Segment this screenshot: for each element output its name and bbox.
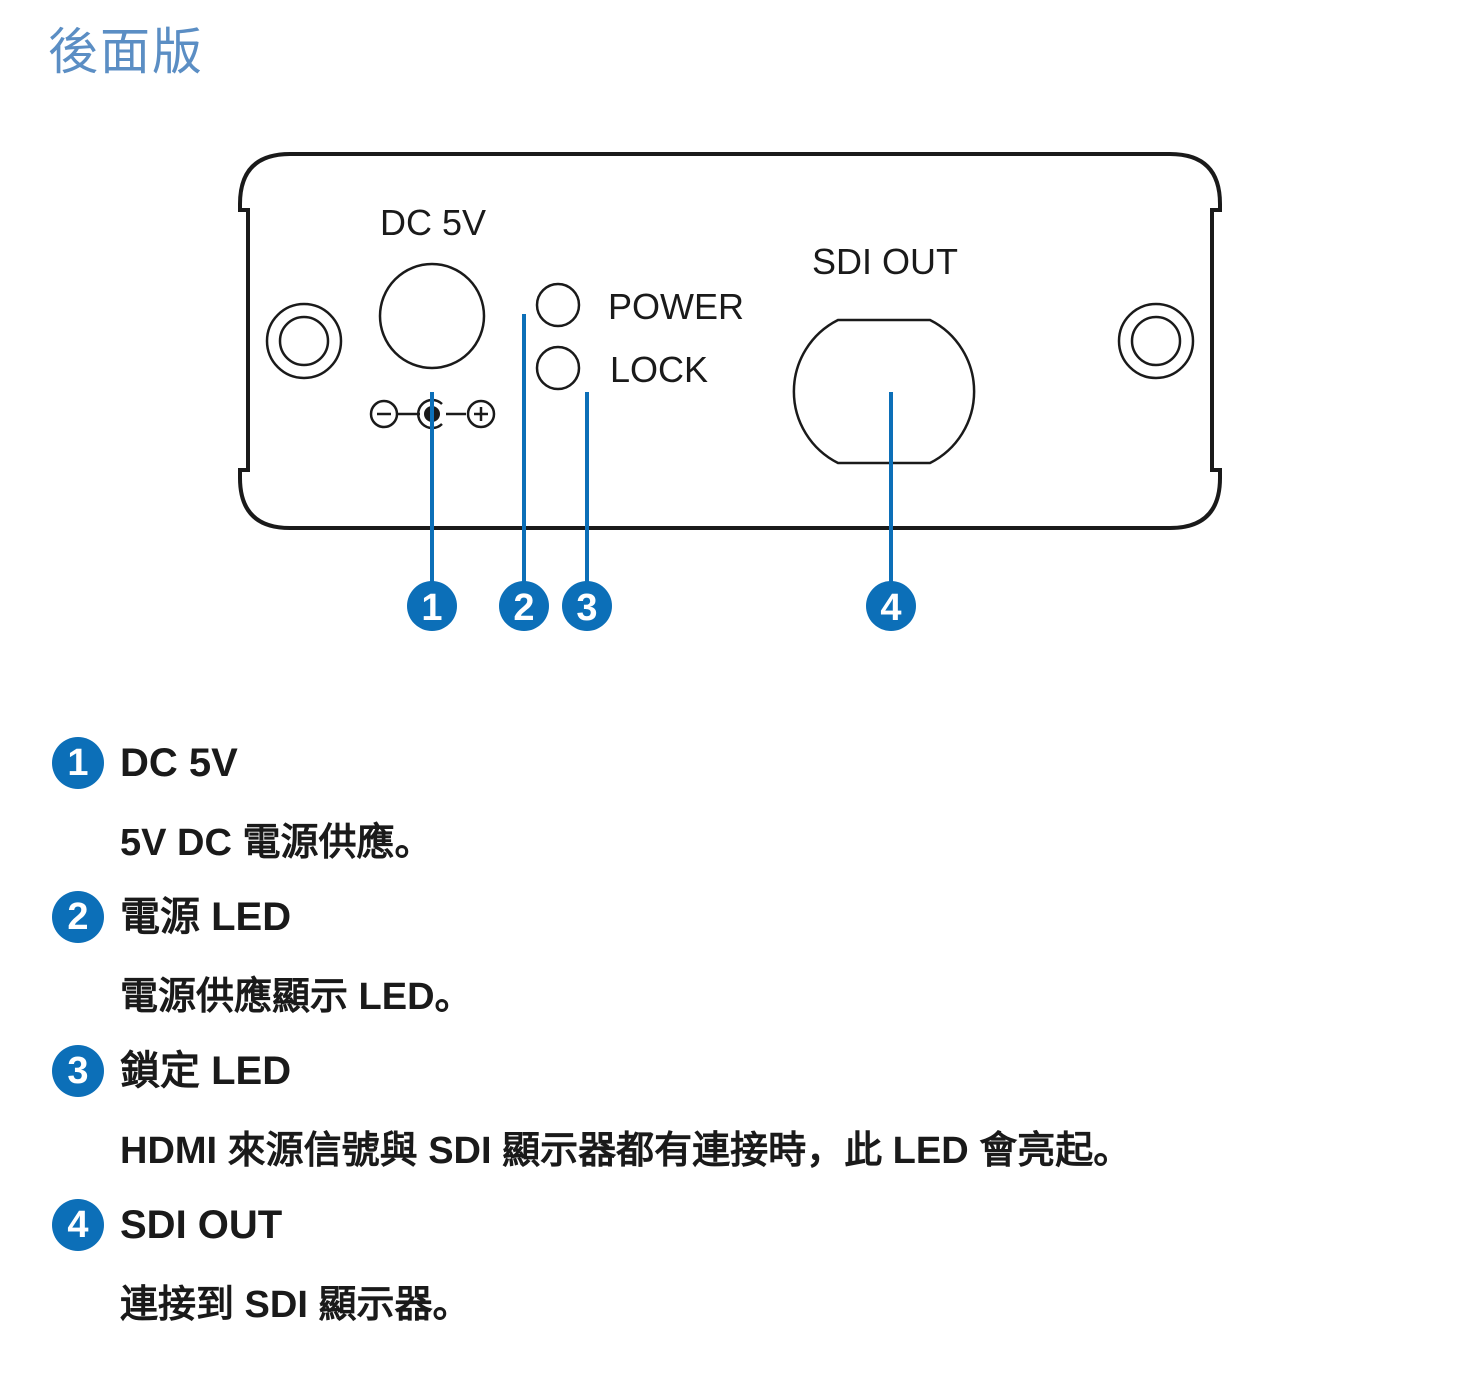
svg-text:2: 2	[513, 587, 534, 629]
callout-marker-1: 1	[407, 581, 457, 631]
item-heading: SDI OUT	[120, 1203, 283, 1247]
power-led	[535, 282, 581, 328]
callout-marker-4: 4	[866, 581, 916, 631]
number-badge: 4	[52, 1199, 104, 1251]
dc-jack	[378, 262, 486, 370]
svg-text:4: 4	[880, 587, 901, 629]
number-badge: 2	[52, 891, 104, 943]
lock-led	[535, 345, 581, 391]
callout-marker-2: 2	[499, 581, 549, 631]
item-description: 連接到 SDI 顯示器。	[120, 1284, 471, 1326]
item-description: 5V DC 電源供應。	[120, 822, 433, 864]
sdi-connector	[792, 318, 976, 465]
right-screw-icon	[1117, 302, 1195, 380]
left-screw-icon	[265, 302, 343, 380]
item-description: HDMI 來源信號與 SDI 顯示器都有連接時，此 LED 會亮起。	[120, 1130, 1132, 1172]
polarity-icon	[369, 398, 496, 430]
power-label: POWER	[608, 286, 744, 327]
sdi-label: SDI OUT	[812, 241, 958, 282]
panel-outline	[238, 152, 1222, 530]
lock-label: LOCK	[610, 349, 708, 390]
number-badge: 3	[52, 1045, 104, 1097]
page-title: 後面版	[48, 23, 204, 81]
dc-label: DC 5V	[380, 202, 486, 243]
item-heading: DC 5V	[120, 741, 238, 785]
item-heading: 電源 LED	[120, 895, 292, 939]
item-description: 電源供應顯示 LED。	[120, 976, 473, 1018]
rear-panel-diagram: DC 5V POWER LOCK SDI OUT 1 2 3	[238, 152, 1222, 631]
number-badge: 1	[52, 737, 104, 789]
item-heading: 鎖定 LED	[120, 1049, 292, 1093]
svg-text:3: 3	[576, 587, 597, 629]
callout-marker-3: 3	[562, 581, 612, 631]
svg-text:1: 1	[421, 587, 442, 629]
